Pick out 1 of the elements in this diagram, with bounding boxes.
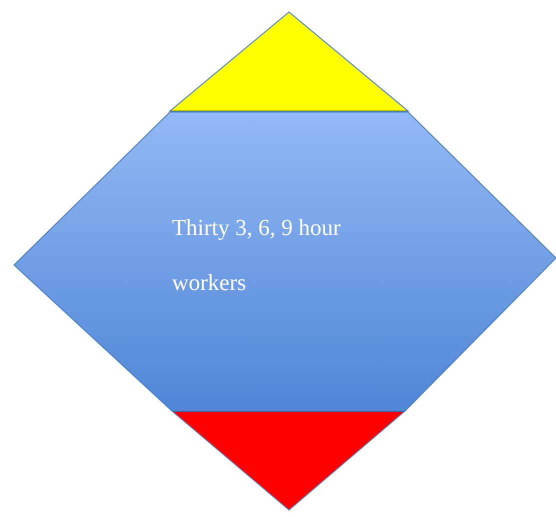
- panel-text: Thirty 3, 6, 9 hour workers: [172, 214, 342, 297]
